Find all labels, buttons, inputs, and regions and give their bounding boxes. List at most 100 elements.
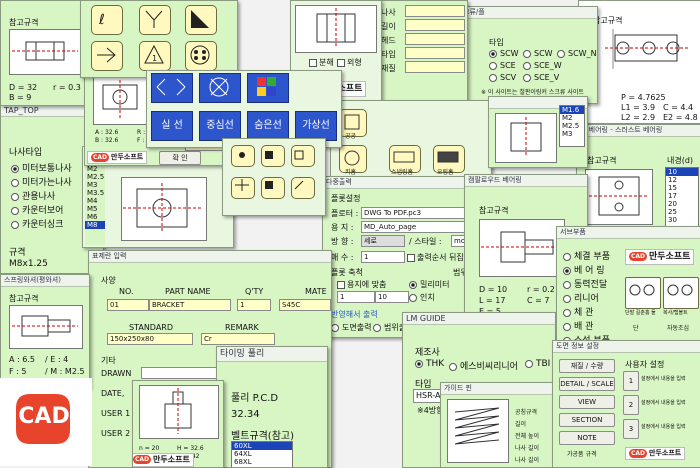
nut-check-outline[interactable]: 외형 [337,57,362,68]
chain-c: C = 4.4 [663,103,694,112]
screw-option-6[interactable]: SCV [489,73,516,82]
remark-select[interactable]: Cr [201,333,275,345]
section-button[interactable]: SECTION [559,413,615,427]
qty-select[interactable]: 1 [237,299,271,311]
nut-check-disassemble[interactable]: 분해 [309,57,334,68]
user-slot-3[interactable]: 3 [623,419,639,439]
confirm-button[interactable]: 확 인 [159,151,201,165]
list-item[interactable]: 10 [666,168,698,176]
list-item[interactable]: M2 [562,114,573,122]
list-item[interactable]: M5 [87,205,98,213]
reverse-order-checkbox[interactable]: 출력순서 뒤집기 [407,252,471,263]
list-item[interactable]: M8 [85,221,105,229]
list-item[interactable]: M2.5 [87,173,105,181]
maker-thk[interactable]: THK [415,359,444,369]
screw-field-1[interactable] [405,5,465,17]
mm-radio[interactable]: 밀리미터 [409,279,449,290]
list-item[interactable]: M3 [562,130,573,138]
grid-button-4[interactable] [231,177,255,199]
inch-radio[interactable]: 인치 [409,292,435,303]
sub-pipe2[interactable]: 배 관 [563,319,593,332]
drawn-input[interactable] [141,367,225,379]
sub-pipe1[interactable]: 체 관 [563,305,593,318]
screw-field-2[interactable] [405,19,465,31]
count-input[interactable]: 1 [361,251,405,263]
phantom-line-button[interactable]: 가상선 [295,111,337,141]
list-item[interactable]: 17 [668,192,677,200]
solid-line-button[interactable]: 실 선 [151,111,193,141]
list-item[interactable]: M4 [87,197,98,205]
sub-linear[interactable]: 리니어 [563,291,599,304]
thread-counterbore[interactable]: 카운터보어 [11,203,63,216]
list-item[interactable]: M2 [87,165,98,173]
hidden-line-button[interactable]: 숨은선 [247,111,289,141]
screw-field-3[interactable] [405,33,465,45]
grid-button-6[interactable] [291,177,315,199]
user-entry-3: 설정에서 내용을 입력 [641,424,686,430]
warning-symbol-button[interactable] [139,41,171,71]
bearing-inner-diameter-list[interactable]: 10 12 15 17 20 25 30 [665,167,699,227]
part-name-select[interactable]: BRACKET [149,299,231,311]
belt-list[interactable]: 60XL 64XL 68XL [231,441,293,467]
screw-option-2[interactable]: SCW [523,49,553,58]
user-slot-1[interactable]: 1 [623,371,639,391]
list-item[interactable]: 25 [668,208,677,216]
thread-metric-fine[interactable]: 미터가는나사 [11,175,72,188]
sub-fastener[interactable]: 체결 부품 [563,249,610,262]
list-item[interactable]: 60XL [232,442,292,450]
sub-power[interactable]: 동력전달 [563,277,607,290]
screw-field-4[interactable] [405,47,465,59]
direction-select[interactable]: 세로 [361,235,405,247]
plotter-select[interactable]: DWG To PDF.pc3 [361,207,471,219]
list-item[interactable]: 12 [668,176,677,184]
no-select[interactable]: 01 [107,299,149,311]
paper-label: 용 지 : [331,223,354,232]
screw-option-3[interactable]: SCW_N [557,49,597,58]
standard-select[interactable]: 150x250x80 [107,333,193,345]
list-item[interactable]: M3 [87,181,98,189]
note-button[interactable]: NOTE [559,431,615,445]
weld-symbol-button[interactable] [139,5,171,35]
thread-pipe[interactable]: 관용나사 [11,189,55,202]
screw-option-7[interactable]: SCE_V [523,73,559,82]
list-item[interactable]: M2.5 [562,122,580,130]
list-item[interactable]: M6 [87,213,98,221]
list-item[interactable]: 15 [668,184,677,192]
screw-option-4[interactable]: SCE [489,61,516,70]
list-item[interactable]: 64XL [234,450,252,458]
thread-countersink[interactable]: 카운터싱크 [11,217,63,230]
bearing-title: 볼 베어링 - 스러스트 베어링 [577,125,700,137]
maker-tbi[interactable]: TBI [525,359,550,369]
thread-metric-coarse[interactable]: 미터보통나사 [11,161,72,174]
detail-scale-button[interactable]: DETAIL / SCALE [559,377,615,391]
datum-symbol-button[interactable] [91,41,123,71]
material-select[interactable]: S45C [279,299,331,311]
scale-a-input[interactable]: 1 [337,291,375,303]
list-item[interactable]: M3.5 [87,189,105,197]
screw-option-1[interactable]: SCW [489,49,519,58]
centerline-symbol-button[interactable] [91,5,123,35]
list-item[interactable]: 20 [668,200,677,208]
tap-size-list[interactable]: M2 M2.5 M3 M3.5 M4 M5 M6 M8 [85,165,105,245]
list-item[interactable]: 30 [668,216,677,224]
maker-sbc[interactable]: 에스비씨리니어 [449,359,518,372]
center-line-button[interactable]: 중심선 [199,111,241,141]
order-range-radio[interactable]: 범위출력 [373,322,413,333]
keyway-button[interactable] [339,145,367,173]
order-draw-radio[interactable]: 도면출력 [331,322,371,333]
screw-option-5[interactable]: SCE_W [523,61,562,70]
paper-select[interactable]: MD_Auto_page [361,221,471,233]
material-qty-button[interactable]: 재질 / 수량 [559,359,615,373]
user-slot-2[interactable]: 2 [623,395,639,415]
scale-b-input[interactable]: 10 [375,291,409,303]
view-button[interactable]: VIEW [559,395,615,409]
screw-field-5[interactable] [405,61,465,73]
chain-ref-label: 참고규격 [593,16,623,25]
fit-checkbox[interactable]: 용지에 맞춤 [337,279,386,290]
list-item[interactable]: 68XL [234,458,252,466]
hex-size-list[interactable]: M1.6 M2 M2.5 M3 [559,105,585,147]
hole-button[interactable] [339,109,367,137]
sub-bearing[interactable]: 베 어 링 [563,263,605,276]
list-item[interactable]: M1.6 [560,106,584,114]
